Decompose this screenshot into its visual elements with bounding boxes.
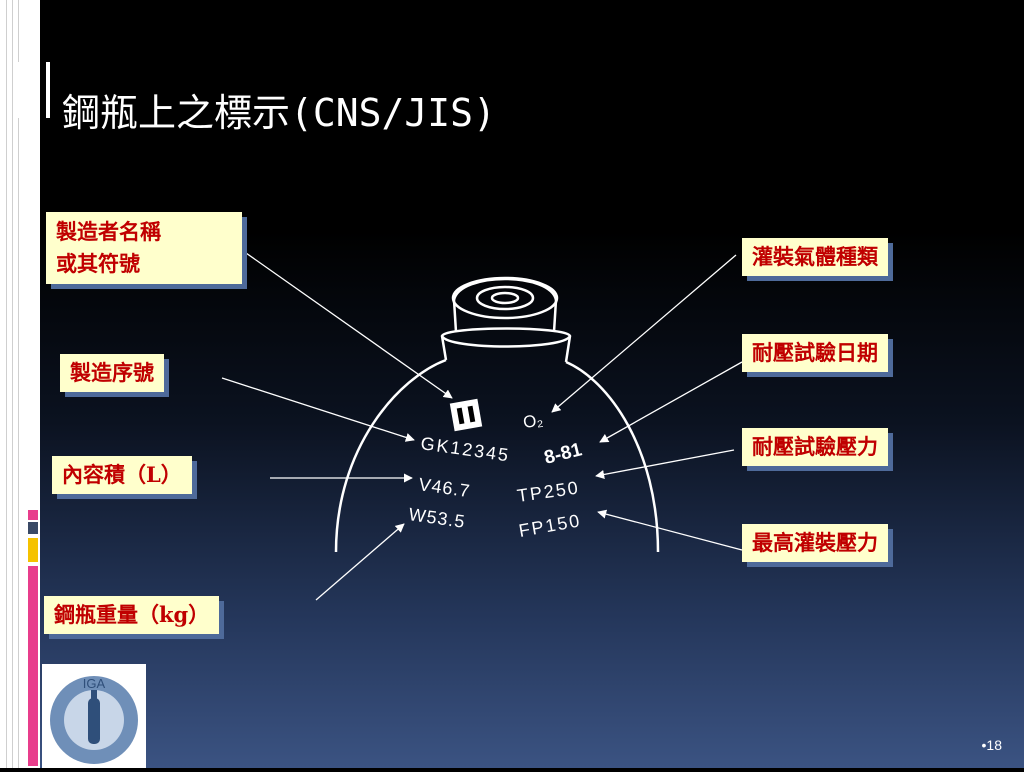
mark-tp: TP250 <box>516 477 581 506</box>
title-latin: (CNS/JIS) <box>290 91 496 135</box>
slide-title: 鋼瓶上之標示(CNS/JIS) <box>62 94 496 132</box>
strip-line <box>6 0 7 768</box>
logo-text: IGA <box>83 676 106 691</box>
label-manufacturer: 製造者名稱 或其符號 <box>46 212 242 284</box>
accent-bar-slate <box>28 522 38 534</box>
mark-volume: V46.7 <box>417 474 471 501</box>
label-manufacturer-line1: 製造者名稱 <box>56 219 161 244</box>
pointer-max-fill <box>597 509 743 551</box>
label-test-pressure: 耐壓試驗壓力 <box>742 428 888 466</box>
pointer-weight <box>315 523 405 601</box>
label-volume: 內容積（L） <box>52 456 192 494</box>
pointer-test-date <box>599 361 743 443</box>
iga-logo-mark: IGA <box>50 676 138 764</box>
cylinder-markings: O₂ GK12345 8-81 V46.7 TP250 W53.5 FP150 <box>407 410 584 541</box>
manufacturer-symbol <box>449 398 483 432</box>
cylinder-outline <box>334 276 660 553</box>
accent-bar-pink-long <box>28 566 38 766</box>
label-manufacturer-line2: 或其符號 <box>56 251 140 276</box>
pointer-test-pressure <box>595 449 735 479</box>
label-test-date: 耐壓試驗日期 <box>742 334 888 372</box>
pointer-serial <box>221 377 415 442</box>
accent-bar-yellow <box>28 538 38 562</box>
pointer-lines <box>221 252 743 601</box>
mark-fp: FP150 <box>517 510 583 541</box>
pointer-manufacturer <box>245 252 453 399</box>
label-weight: 鋼瓶重量（kg） <box>44 596 220 634</box>
label-serial: 製造序號 <box>60 354 164 392</box>
strip-line <box>12 0 13 768</box>
iga-logo: IGA <box>42 664 146 768</box>
page-number-value: 18 <box>986 737 1002 753</box>
left-margin-strip <box>0 0 40 768</box>
page-number: •18 <box>981 737 1002 753</box>
mark-serial: GK12345 <box>419 433 511 465</box>
title-decoration <box>16 62 56 118</box>
mark-weight: W53.5 <box>407 504 466 532</box>
title-cjk: 鋼瓶上之標示 <box>62 91 291 135</box>
mark-gas: O₂ <box>522 410 544 432</box>
mark-date: 8-81 <box>542 439 584 469</box>
label-gas-type: 灌裝氣體種類 <box>742 238 888 276</box>
pointer-gas-type <box>551 254 737 413</box>
strip-line <box>18 0 19 768</box>
label-max-fill-pressure: 最高灌裝壓力 <box>742 524 888 562</box>
accent-bar-pink <box>28 510 38 520</box>
